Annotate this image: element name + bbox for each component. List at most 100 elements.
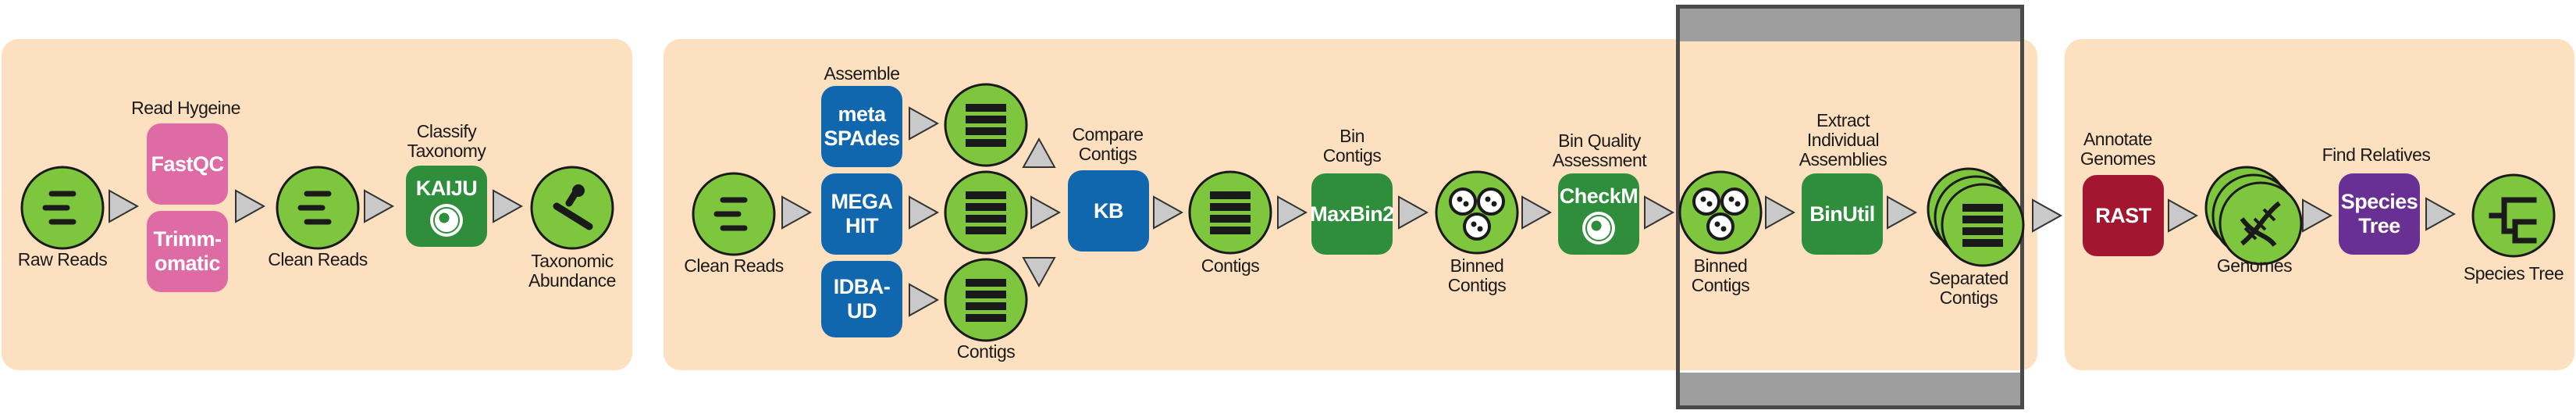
kb-tool[interactable]: KB [1068, 170, 1149, 252]
tree-branches [2489, 197, 2537, 244]
compare-contigs-label: Compare Contigs [1072, 125, 1144, 164]
extract-line1: Extract [1816, 110, 1870, 130]
kaiju-tool[interactable]: KAIJU [406, 166, 487, 247]
contigs-icon-2 [944, 170, 1028, 255]
checkm-tool[interactable]: CheckM [1558, 173, 1639, 255]
separated-contigs-line1: Separated [1929, 268, 2008, 288]
bin-dot-b-2 [1477, 226, 1483, 232]
dna-rung-2 [2262, 208, 2276, 222]
contigs-bar-0 [966, 279, 1006, 287]
contigs-bar-3 [966, 139, 1006, 147]
bin-quality-label: Bin Quality Assessment [1553, 131, 1647, 170]
arrow-icon-7 [909, 195, 940, 230]
separated-contigs-icon [1927, 167, 2025, 267]
classify-taxonomy-line2: Taxonomy [407, 141, 486, 161]
trimmomatic-label-line2: omatic [154, 252, 221, 275]
kaiju-label: KAIJU [415, 176, 478, 200]
metaspades-tool[interactable]: meta SPAdes [821, 86, 902, 167]
dna-strand-b [2240, 217, 2277, 247]
taxonomy-badge-icon [430, 203, 463, 237]
arrow-icon-2 [235, 189, 266, 223]
bin-contigs-line2: Contigs [1322, 145, 1382, 166]
contigs-label: Contigs [1201, 255, 1260, 276]
bin-0 [1449, 187, 1477, 216]
bin-dot-a-1 [1485, 196, 1491, 202]
stack-front [1941, 183, 2025, 267]
contigs-bar-1 [1210, 203, 1251, 211]
arrow-icon-4 [493, 189, 524, 223]
binned-contigs-line2: Contigs [1447, 275, 1507, 295]
annotate-genomes-line1: Annotate [2083, 129, 2153, 149]
rast-tool[interactable]: RAST [2083, 175, 2164, 256]
metaspades-line1: meta [838, 102, 886, 126]
megahit-line1: MEGA [831, 190, 894, 213]
clean-reads-icon-2 [692, 172, 776, 256]
contigs-circle [944, 170, 1028, 255]
bin-dot-a-0 [1457, 196, 1463, 202]
bin-contigs-label: Bin Contigs [1322, 127, 1382, 166]
binned-contigs-icon-2 [1678, 170, 1763, 255]
trimmomatic-label-line1: Trimm- [153, 227, 222, 251]
bin-0 [1692, 187, 1720, 216]
dna-rung-0 [2243, 227, 2258, 241]
maxbin2-tool[interactable]: MaxBin2 [1310, 173, 1394, 255]
contigs-icon-3 [944, 258, 1028, 342]
genomes-label: Genomes [2216, 255, 2293, 276]
binutil-tool[interactable]: BinUtil [1802, 173, 1883, 255]
species-tree-icon [2471, 173, 2556, 258]
compare-contigs-line2: Contigs [1078, 144, 1137, 164]
arrow-icon-6 [909, 106, 940, 141]
arrow-icon-19 [2302, 198, 2333, 233]
taxonomic-abundance-line2: Abundance [528, 270, 616, 291]
trimmomatic-tool[interactable]: Trimm- omatic [147, 211, 228, 292]
taxonomy-circle [530, 166, 614, 250]
binned-contigs-label-2: Binned Contigs [1692, 256, 1750, 295]
raw-reads-label: Raw Reads [17, 249, 108, 269]
highlight-frame [1676, 5, 2024, 409]
contigs-bar-2 [966, 215, 1006, 223]
contigs-bar-2 [1210, 215, 1251, 223]
stack-bar-0 [1962, 204, 2003, 212]
contigs-bar-0 [966, 104, 1006, 112]
bin-dot-a-2 [1714, 221, 1720, 227]
separated-contigs-line2: Contigs [1939, 287, 1998, 308]
contigs-bar-1 [966, 203, 1006, 211]
contigs-circle [1188, 170, 1272, 255]
bin-dot-b-0 [1463, 201, 1469, 207]
idba-ud-tool[interactable]: IDBA-UD [821, 261, 902, 337]
contigs-bar-0 [1210, 191, 1251, 199]
clean-reads-label-2: Clean Reads [684, 255, 784, 276]
contigs-bar-0 [966, 191, 1006, 199]
stack-bar-3 [1962, 239, 2003, 247]
bin-dot-a-2 [1471, 221, 1477, 227]
bin-2 [1706, 212, 1735, 241]
arrow-icon-10 [1153, 195, 1184, 230]
arrow-icon-14 [1644, 195, 1675, 230]
highlight-top-bar [1680, 9, 2020, 41]
arrow-icon-11 [1277, 195, 1308, 230]
contigs-circle [944, 258, 1028, 342]
contigs-icon-4 [1188, 170, 1272, 255]
megahit-line2: HIT [845, 214, 879, 237]
binned-contigs-line1: Binned [1450, 255, 1504, 276]
contigs-bar-3 [1210, 227, 1251, 234]
tree-circle [2471, 173, 2556, 258]
genomes-icon [2204, 166, 2303, 266]
arrow-icon-18 [2168, 198, 2199, 233]
extract-line3: Assemblies [1799, 149, 1888, 170]
taxonomic-abundance-label: Taxonomic Abundance [528, 252, 616, 291]
find-relatives-label: Find Relatives [2322, 145, 2431, 165]
metaspades-line2: SPAdes [824, 127, 900, 150]
read-hygeine-label: Read Hygeine [131, 98, 240, 118]
extract-assemblies-label: Extract Individual Assemblies [1799, 111, 1888, 170]
species-tree-tool[interactable]: Species Tree [2339, 173, 2420, 255]
clean-reads-label: Clean Reads [268, 249, 368, 269]
megahit-tool[interactable]: MEGA HIT [821, 173, 902, 255]
taxonomic-abundance-line1: Taxonomic [531, 251, 614, 271]
fastqc-tool[interactable]: FastQC [147, 123, 228, 205]
arrow-icon-17 [2032, 198, 2063, 233]
contigs-circle [944, 83, 1028, 167]
arrow-icon-3 [364, 189, 395, 223]
contigs-bar-1 [966, 291, 1006, 298]
